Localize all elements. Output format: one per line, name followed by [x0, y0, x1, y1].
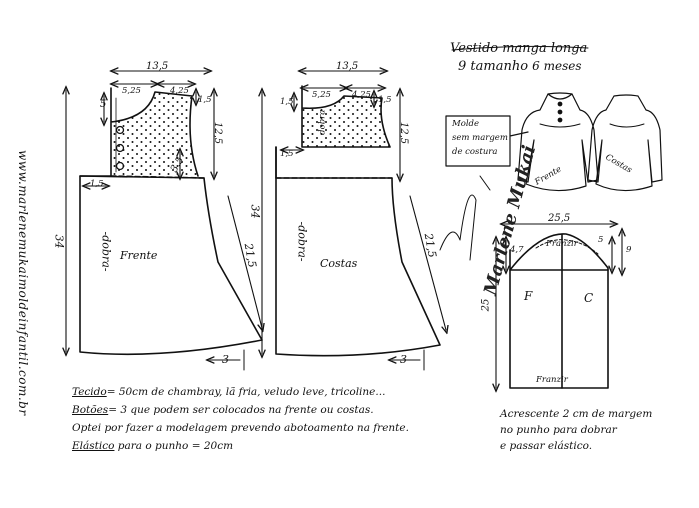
note-elastic: Elástico para o punho = 20cm: [72, 440, 233, 454]
sleeve-cap-gather: Franzir: [546, 239, 578, 249]
title-size-word: 9 tamanho: [458, 59, 529, 74]
sleeve-piece: [509, 233, 609, 389]
sleeve-width: 25,5: [548, 213, 571, 224]
back-total-length: 34: [248, 204, 262, 219]
back-label: Costas: [320, 257, 358, 270]
callout-line-1: Molde: [452, 119, 480, 129]
note-fabric: Tecido= 50cm de chambray, lã fria, velud…: [72, 386, 385, 400]
signature-mark: [439, 175, 491, 261]
dress-sketches: [517, 92, 663, 192]
note-fabric-text: = 50cm de chambray, lã fria, veludo leve…: [106, 386, 386, 398]
front-yoke-height: 12,5: [212, 121, 224, 145]
sleeve-cap-outer: 9: [626, 245, 632, 255]
title-line-2: 9 tamanho 6 meses: [458, 60, 582, 73]
back-shoulder-drop: 1,5: [378, 95, 392, 105]
site-url: www.marlenemukaimoldeinfantil.com.br: [16, 150, 30, 416]
callout-line-2: sem margem: [452, 133, 508, 143]
sleeve-cuff-gather: Franzir: [536, 375, 568, 385]
sleeve-length: 25: [480, 298, 492, 312]
note-opening: Optei por fazer a modelagem prevendo abo…: [72, 422, 409, 436]
title-line-1: Vestido manga longa: [450, 41, 588, 56]
sleeve-cap-left: 4,7: [510, 245, 524, 255]
sleeve-front-label: F: [524, 289, 533, 303]
note-fabric-term: Tecido: [72, 386, 107, 398]
callout-bubble: [445, 115, 529, 167]
button-2: [115, 143, 125, 153]
front-yoke-outline: [110, 87, 199, 177]
back-yoke-fold: dobra: [317, 109, 328, 135]
callout-line-3: de costura: [452, 147, 498, 157]
back-outline: [275, 146, 441, 357]
front-shoulder-drop: 1,5: [198, 95, 212, 105]
sleeve-note-2: no punho para dobrar: [500, 424, 617, 436]
note-elastic-term: Elástico: [72, 440, 115, 452]
note-opening-text: Optei por fazer a modelagem prevendo abo…: [72, 422, 409, 434]
back-neck-width: 5,25: [312, 90, 331, 100]
note-buttons: Botões= 3 que podem ser colocados na fre…: [72, 404, 374, 418]
sleeve-note-3: e passar elástico.: [500, 440, 593, 452]
button-1: [115, 125, 125, 135]
front-shoulder: 4,25: [170, 86, 189, 96]
back-piece: [275, 85, 441, 357]
back-width-top: 13,5: [336, 61, 359, 72]
sleeve-cap-right: 5: [598, 235, 604, 245]
note-buttons-text: = 3 que podem ser colocados na frente ou…: [108, 404, 374, 416]
sleeve-note-1: Acrescente 2 cm de margem: [500, 408, 653, 420]
note-elastic-text: para o punho = 20cm: [114, 440, 234, 452]
back-shoulder: 4,25: [352, 90, 371, 100]
back-yoke-height: 12,5: [398, 121, 410, 145]
note-buttons-term: Botões: [72, 404, 109, 416]
back-yoke-fill: [302, 96, 390, 147]
front-outline: [79, 175, 263, 356]
front-yoke-fill: [113, 92, 198, 176]
front-width-top: 13,5: [146, 61, 169, 72]
button-3: [115, 161, 125, 171]
back-yoke-outline: [301, 85, 391, 148]
back-center-ext: 1,5: [280, 149, 294, 159]
front-center-ext: 1,5: [90, 179, 104, 189]
back-fold: -dobra-: [295, 221, 309, 262]
sleeve-back-label: C: [584, 291, 594, 305]
front-neck-depth: 5: [100, 99, 107, 110]
front-total-length: 34: [52, 234, 66, 249]
front-label: Frente: [120, 249, 158, 262]
back-hem-flare: 3: [400, 353, 407, 366]
sleeve-outline: [509, 233, 609, 389]
title-size-value: 6 meses: [532, 59, 582, 73]
front-neck-width: 5,25: [122, 86, 141, 96]
front-fold: -dobra-: [99, 231, 113, 272]
front-hem-flare: 3: [222, 353, 229, 366]
back-neck-depth: 1,5: [280, 97, 294, 107]
